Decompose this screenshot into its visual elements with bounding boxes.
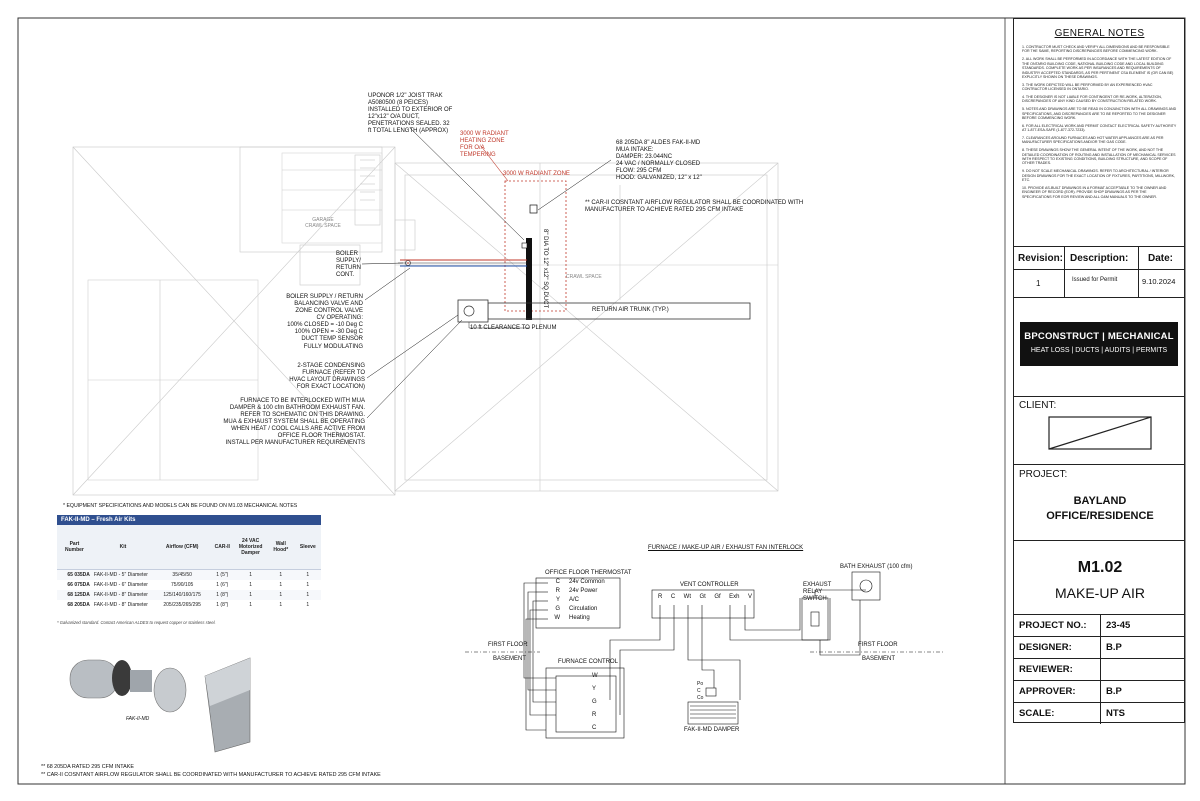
general-note-item: 5. NOTES AND DRAWINGS ARE TO BE READ IN … bbox=[1022, 107, 1177, 121]
interlock-schematic bbox=[465, 571, 945, 739]
furnace-terminals: W Y G R C bbox=[592, 673, 598, 731]
car-regulator-note: ** CAR-II COSNTANT AIRFLOW REGULATOR SHA… bbox=[585, 200, 804, 214]
scale-row: SCALE: NTS bbox=[1014, 702, 1184, 724]
fak-header-kit: Kit bbox=[91, 525, 155, 570]
boiler-note: BOILER SUPPLY/ RETURN CONT. bbox=[336, 251, 361, 279]
fak-product-illustration bbox=[69, 657, 251, 753]
sheet-section: M1.02 MAKE-UP AIR bbox=[1014, 540, 1184, 614]
galvanized-note: * Galvanized standard. Contact American … bbox=[57, 620, 216, 625]
general-note-item: 8. THESE DRAWINGS SHOW THE GENERAL INTEN… bbox=[1022, 148, 1176, 166]
general-notes-title: GENERAL NOTES bbox=[1054, 28, 1145, 39]
footer-note-2: ** CAR-II COSNTANT AIRFLOW REGULATOR SHA… bbox=[41, 772, 381, 778]
damper-label: FAK-II-MD DAMPER bbox=[684, 727, 740, 733]
damper-terminals: Po C Co bbox=[697, 681, 704, 701]
general-note-item: 1. CONTRACTOR MUST CHECK AND VERIFY ALL … bbox=[1022, 45, 1170, 54]
boiler-valve-note: BOILER SUPPLY / RETURN BALANCING VALVE A… bbox=[286, 294, 363, 350]
first-floor-right: FIRST FLOOR bbox=[858, 642, 898, 648]
general-note-item: 3. THE WORK DEPICTED WILL BE PERFORMED B… bbox=[1022, 82, 1153, 92]
exhaust-relay-label: EXHAUST RELAY SWITCH bbox=[803, 582, 832, 603]
designer-row: DESIGNER: B.P bbox=[1014, 636, 1184, 658]
general-note-item: 7. CLEARANCES AROUND FURNACES AND HOT WA… bbox=[1022, 135, 1164, 145]
interlock-note: FURNACE TO BE INTERLOCKED WITH MUA DAMPE… bbox=[223, 398, 365, 447]
general-note-item: 6. FOR ALL ELECTRICAL WORK AND PERMIT CO… bbox=[1022, 123, 1177, 133]
client-section: CLIENT: bbox=[1014, 396, 1184, 464]
radiant-zone-label: 3000 W RADIANT ZONE bbox=[503, 171, 570, 177]
clearance-label: 10 ft CLEARANCE TO PLENUM bbox=[470, 325, 557, 331]
duct-size-label: 8" DIA TO 12" x12" SQ DUCT bbox=[542, 229, 548, 309]
fak-header-sleeve: Sleeve bbox=[294, 525, 321, 570]
schematic-title: FURNACE / MAKE-UP AIR / EXHAUST FAN INTE… bbox=[648, 545, 804, 551]
footer-note-1: ** 68 205DA RATED 295 CFM INTAKE bbox=[41, 764, 134, 770]
return-trunk-label: RETURN AIR TRUNK (TYP.) bbox=[592, 307, 669, 313]
bath-exhaust-label: BATH EXHAUST (100 cfm) bbox=[840, 564, 913, 570]
company-logo: BPCONSTRUCT | MECHANICAL HEAT LOSS | DUC… bbox=[1020, 322, 1178, 366]
mua-intake-note: 68 205DA 8" ALDES FAK-II-MD MUA INTAKE: … bbox=[616, 140, 702, 182]
logo-section: BPCONSTRUCT | MECHANICAL HEAT LOSS | DUC… bbox=[1014, 297, 1184, 397]
floor-plan bbox=[72, 146, 779, 496]
furnace-note: 2-STAGE CONDENSING FURNACE (REFER TO HVA… bbox=[289, 363, 365, 391]
general-note-item: 2. ALL WORK SHALL BE PERFORMED IN ACCORD… bbox=[1022, 57, 1174, 80]
first-floor-left: FIRST FLOOR bbox=[488, 642, 528, 648]
approver-row: APPROVER: B.P bbox=[1014, 680, 1184, 702]
client-logo-placeholder bbox=[1048, 416, 1152, 450]
general-note-item: 4. THE DESIGNER IS NOT LIABLE FOR CONTIN… bbox=[1022, 94, 1162, 104]
project-no-row: PROJECT NO.: 23-45 bbox=[1014, 614, 1184, 636]
furnace-control-label: FURNACE CONTROL bbox=[558, 659, 619, 665]
basement-left: BASEMENT bbox=[493, 656, 527, 662]
garage-crawl-label: GARAGE CRAWL SPACE bbox=[305, 217, 341, 229]
vent-controller-label: VENT CONTROLLER bbox=[680, 582, 739, 588]
revision-row: 1 Issued for Permit 9.10.2024 bbox=[1036, 277, 1176, 288]
heating-zone-note: 3000 W RADIANT HEATING ZONE FOR O/A TEMP… bbox=[460, 131, 509, 159]
general-notes: GENERAL NOTES 1. CONTRACTOR MUST CHECK A… bbox=[1022, 28, 1177, 202]
vent-terminals: R C Wt Gt Gf Exh V bbox=[658, 594, 752, 600]
thermostat-label: OFFICE FLOOR THERMOSTAT bbox=[545, 570, 632, 576]
crawl-space-label: CRAWL SPACE bbox=[566, 274, 602, 280]
fak-header-airflow: Airflow (CFM) bbox=[154, 525, 211, 570]
general-note-item: 9. DO NOT SCALE MECHANICAL DRAWINGS. REF… bbox=[1022, 169, 1176, 183]
project-section: PROJECT: BAYLAND OFFICE/RESIDENCE bbox=[1014, 464, 1184, 540]
reviewer-row: REVIEWER: bbox=[1014, 658, 1184, 680]
joist-trak-note: UPONOR 1/2" JOIST TRAK A5080500 (8 PEICE… bbox=[368, 93, 453, 135]
revision-header: Revision: Description: Date: bbox=[1014, 246, 1184, 270]
rev-divider bbox=[1064, 246, 1065, 297]
fak-table: FAK-II-MD – Fresh Air Kits Part Number K… bbox=[57, 515, 321, 610]
basement-right: BASEMENT bbox=[862, 656, 896, 662]
title-block: Revision: Description: Date: 1 Issued fo… bbox=[1013, 18, 1185, 724]
fak-header-car: CAR-II bbox=[210, 525, 235, 570]
field-divider bbox=[1100, 614, 1101, 724]
fak-header-part: Part Number bbox=[57, 525, 92, 570]
fak-header-damper: 24 VAC Motorized Damper bbox=[234, 525, 267, 570]
equipment-specs-note: * EQUIPMENT SPECIFICATIONS AND MODELS CA… bbox=[63, 503, 298, 509]
date-divider bbox=[1138, 246, 1139, 297]
fak-photo-caption: FAK-II-MD bbox=[126, 716, 150, 722]
general-note-item: 10. PROVIDE AS-BUILT DRAWINGS IN A FORMA… bbox=[1022, 185, 1167, 199]
fak-table-title: FAK-II-MD – Fresh Air Kits bbox=[57, 515, 321, 525]
fak-header-hood: Wall Hood* bbox=[266, 525, 295, 570]
